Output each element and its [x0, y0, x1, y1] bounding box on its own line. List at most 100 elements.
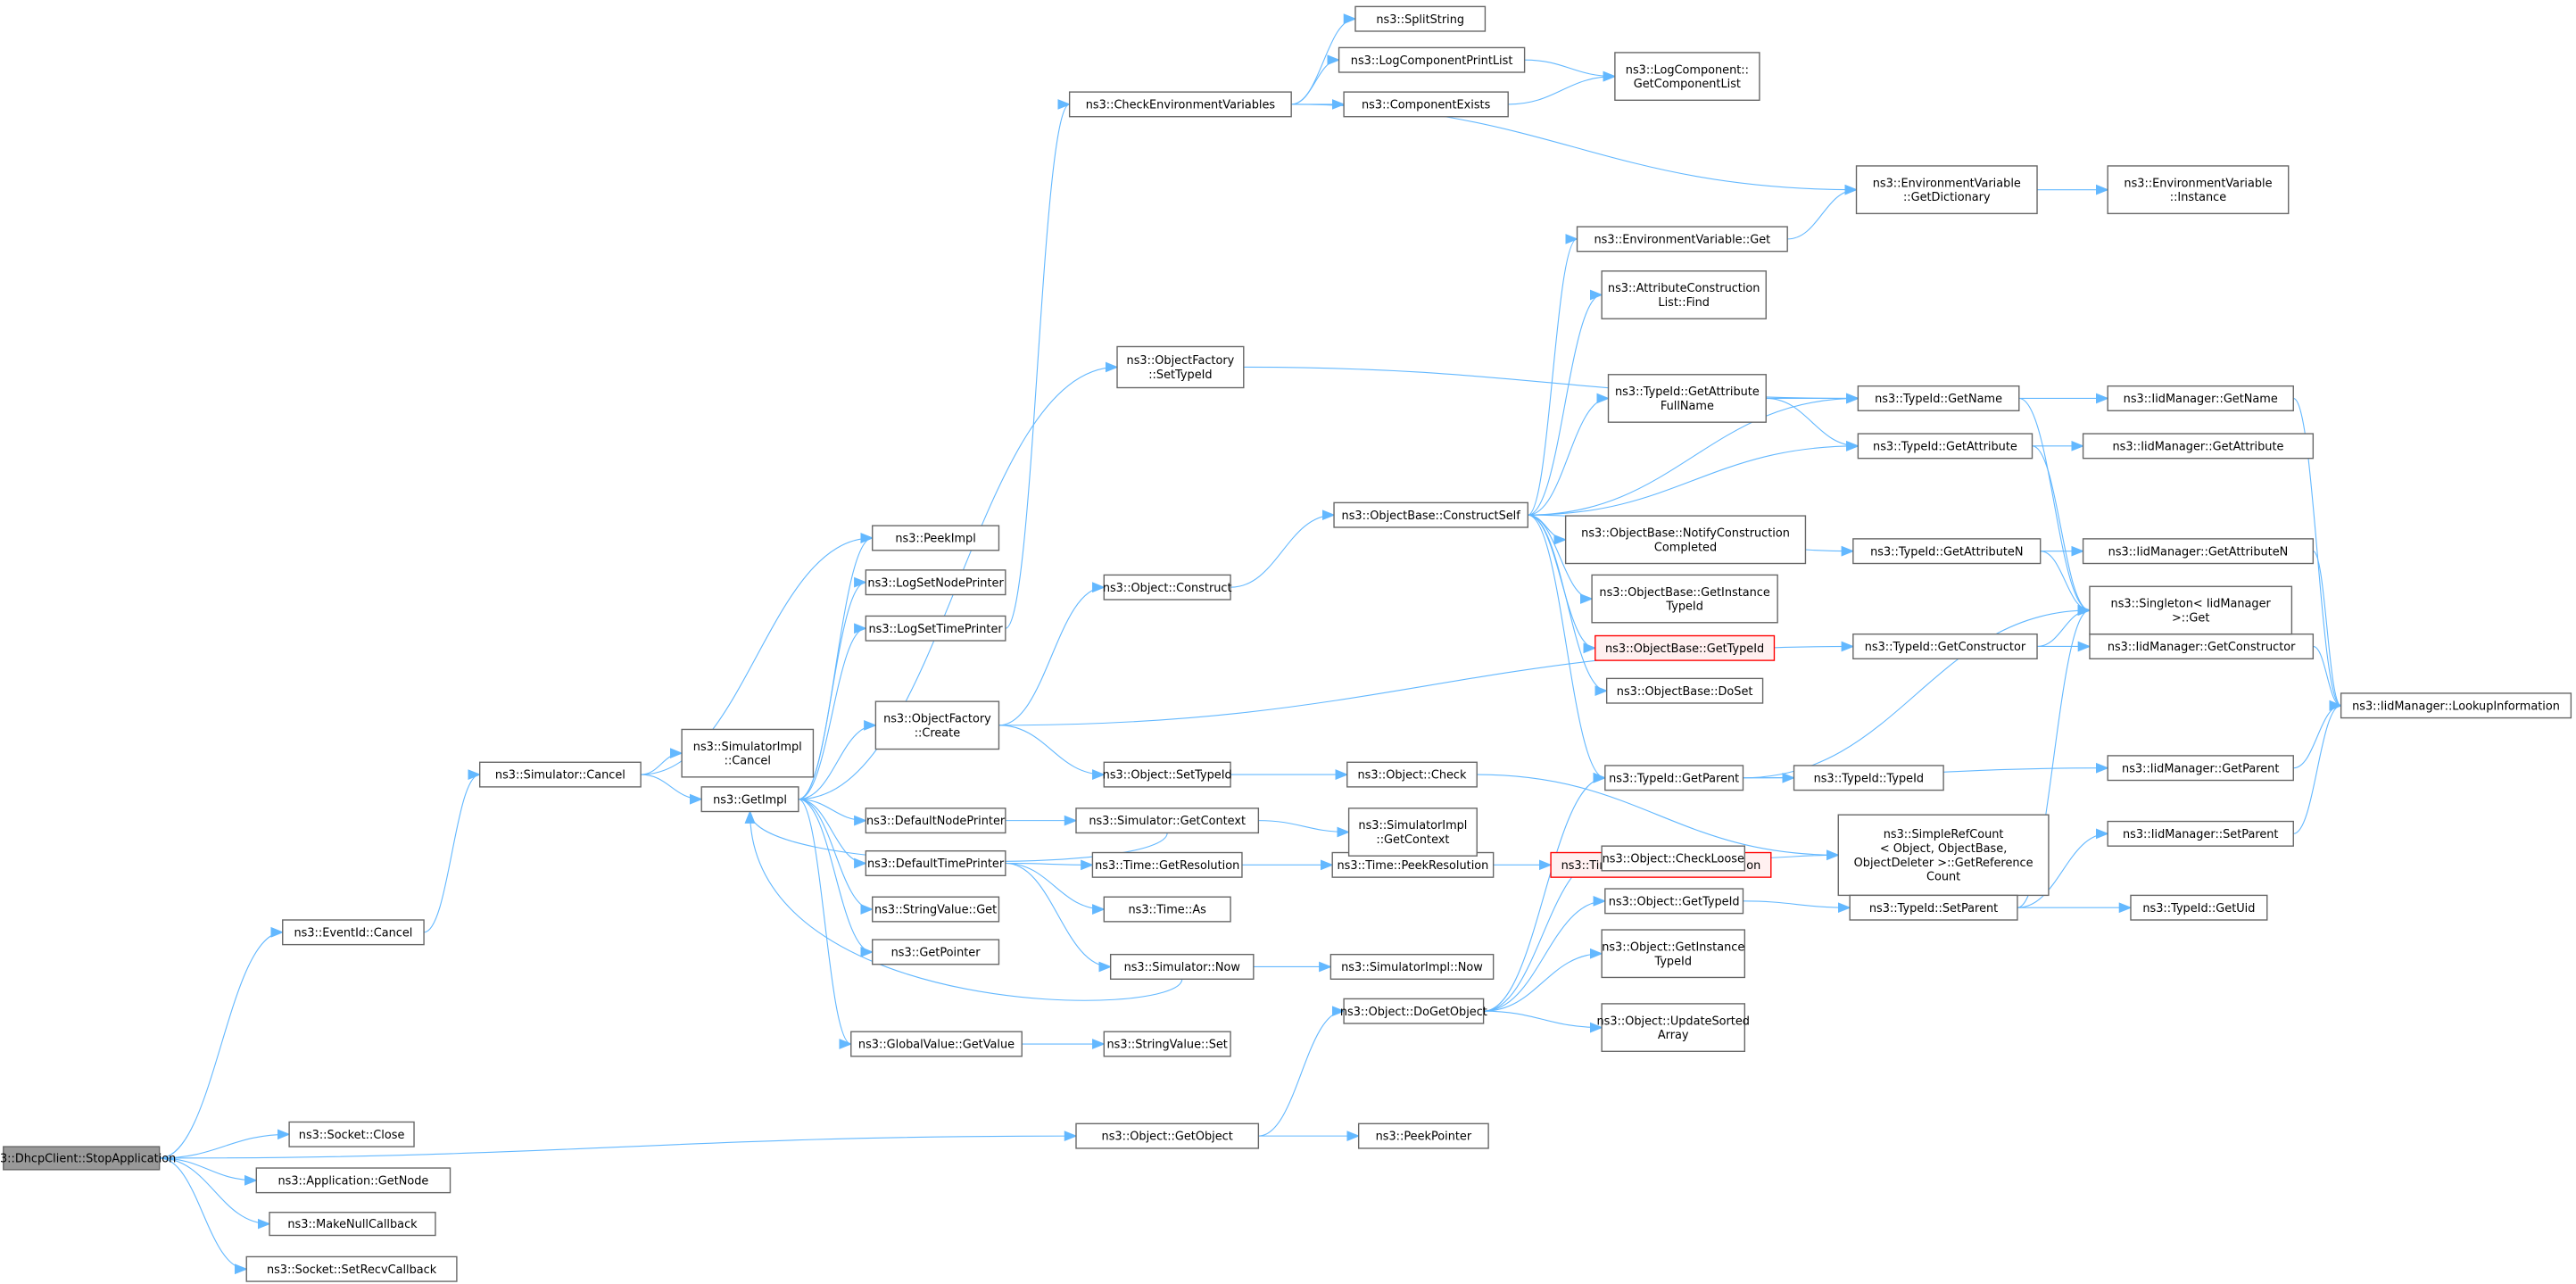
node-setRecv[interactable]: ns3::Socket::SetRecvCallback: [245, 1255, 458, 1282]
edge-doGetObject-to-objUpdSorted: [1483, 1010, 1603, 1033]
node-splitString[interactable]: ns3::SplitString: [1354, 5, 1487, 32]
node-tidGetCtor[interactable]: ns3::TypeId::GetConstructor: [1852, 633, 2038, 659]
node-box: [2130, 894, 2268, 921]
node-simImplNow[interactable]: ns3::SimulatorImpl::Now: [1329, 953, 1495, 980]
node-label: ObjectDeleter >::GetReference: [1854, 857, 2033, 870]
node-label: ns3::ComponentExists: [1362, 99, 1491, 112]
node-simpleRef[interactable]: ns3::SimpleRefCount< Object, ObjectBase,…: [1837, 814, 2050, 897]
edge-compExists-to-logCompList: [1508, 70, 1617, 105]
node-tidGetParent[interactable]: ns3::TypeId::GetParent: [1604, 765, 1744, 791]
node-iidGetAttr[interactable]: ns3::IidManager::GetAttribute: [2082, 433, 2315, 460]
node-checkEnv[interactable]: ns3::CheckEnvironmentVariables: [1068, 91, 1292, 118]
node-iidGetAttrN[interactable]: ns3::IidManager::GetAttributeN: [2082, 538, 2315, 565]
node-getPointer[interactable]: ns3::GetPointer: [872, 939, 1000, 965]
node-appGetNode[interactable]: ns3::Application::GetNode: [255, 1167, 451, 1194]
node-label: ::GetDictionary: [1903, 191, 1991, 204]
node-box: [1855, 165, 2038, 215]
node-label: ns3::IidManager::GetAttribute: [2112, 440, 2283, 453]
node-makeNull[interactable]: ns3::MakeNullCallback: [269, 1212, 436, 1237]
node-peekImpl[interactable]: ns3::PeekImpl: [872, 525, 1000, 551]
node-svGet[interactable]: ns3::StringValue::Get: [872, 896, 1000, 923]
node-doGetObject[interactable]: ns3::Object::DoGetObject: [1340, 998, 1487, 1024]
node-evCancel[interactable]: ns3::EventId::Cancel: [282, 919, 425, 946]
node-compExists[interactable]: ns3::ComponentExists: [1343, 91, 1509, 118]
node-tidTypeId[interactable]: ns3::TypeId::TypeId: [1793, 765, 1944, 791]
node-box: [2082, 433, 2315, 460]
node-tidGetAttrN[interactable]: ns3::TypeId::GetAttributeN: [1852, 538, 2042, 565]
node-envGet[interactable]: ns3::EnvironmentVariable::Get: [1576, 226, 1788, 253]
node-simImplGetCtx[interactable]: ns3::SimulatorImpl::GetContext: [1347, 808, 1478, 857]
node-timeGetRes[interactable]: ns3::Time::GetResolution: [1091, 851, 1243, 878]
node-tidGetUid[interactable]: ns3::TypeId::GetUid: [2130, 894, 2268, 921]
edge-defTime-to-simNow: [1005, 862, 1113, 973]
node-objSetTypeId[interactable]: ns3::Object::SetTypeId: [1103, 761, 1232, 788]
node-box: [865, 849, 1006, 876]
node-ofSetTypeId[interactable]: ns3::ObjectFactory::SetTypeId: [1116, 345, 1245, 389]
node-envGetDict[interactable]: ns3::EnvironmentVariable::GetDictionary: [1855, 165, 2038, 215]
node-box: [1103, 574, 1231, 601]
node-box: [850, 1031, 1023, 1057]
node-tidGetAttr[interactable]: ns3::TypeId::GetAttribute: [1857, 433, 2033, 460]
node-timePeekRes[interactable]: ns3::Time::PeekResolution: [1331, 851, 1495, 878]
node-iidGetName[interactable]: ns3::IidManager::GetName: [2107, 385, 2294, 411]
node-label: ns3::EnvironmentVariable: [1873, 177, 2021, 190]
edge-constructSelf-to-obDoSet: [1528, 514, 1609, 697]
node-label: ns3::LogSetNodePrinter: [867, 576, 1004, 590]
node-gvGetValue[interactable]: ns3::GlobalValue::GetValue: [850, 1031, 1023, 1057]
nodes-layer: ns3::DhcpClient::StopApplicationns3::Soc…: [0, 5, 2572, 1282]
node-simImplCancel[interactable]: ns3::SimulatorImpl::Cancel: [681, 728, 815, 778]
node-objConstruct[interactable]: ns3::Object::Construct: [1103, 574, 1232, 601]
node-simNow[interactable]: ns3::Simulator::Now: [1109, 953, 1255, 980]
node-svSet[interactable]: ns3::StringValue::Set: [1103, 1031, 1231, 1057]
node-peekPointer[interactable]: ns3::PeekPointer: [1357, 1122, 1489, 1149]
node-timeAs[interactable]: ns3::Time::As: [1103, 896, 1231, 923]
node-box: [269, 1212, 436, 1237]
node-box: [1601, 270, 1767, 319]
node-iidSetParent[interactable]: ns3::IidManager::SetParent: [2107, 820, 2294, 847]
edge-getImpl-to-defTime: [798, 799, 867, 869]
node-constructSelf[interactable]: ns3::ObjectBase::ConstructSelf: [1333, 501, 1528, 528]
node-obDoSet[interactable]: ns3::ObjectBase::DoSet: [1605, 677, 1764, 704]
node-iidLookup[interactable]: ns3::IidManager::LookupInformation: [2340, 692, 2572, 719]
node-getImpl[interactable]: ns3::GetImpl: [700, 786, 799, 813]
edge-simCancel-to-peekImpl: [641, 533, 874, 775]
node-logSetTime[interactable]: ns3::LogSetTimePrinter: [865, 615, 1006, 642]
node-box: [2107, 820, 2294, 847]
node-tidGetName[interactable]: ns3::TypeId::GetName: [1857, 385, 2020, 411]
node-box: [1857, 385, 2020, 411]
node-objCheck[interactable]: ns3::Object::Check: [1346, 761, 1478, 788]
node-envInstance[interactable]: ns3::EnvironmentVariable::Instance: [2107, 165, 2290, 215]
node-singletonGet[interactable]: ns3::Singleton< IidManager>::Get: [2089, 585, 2293, 635]
node-label: ns3::TypeId::GetAttribute: [1615, 385, 1760, 399]
node-simCancel[interactable]: ns3::Simulator::Cancel: [478, 761, 642, 788]
node-ofCreate[interactable]: ns3::ObjectFactory::Create: [874, 700, 1000, 750]
node-logCompList[interactable]: ns3::LogComponent::GetComponentList: [1614, 52, 1760, 101]
node-logSetNode[interactable]: ns3::LogSetNodePrinter: [865, 569, 1006, 596]
node-box: [1346, 761, 1478, 788]
node-objGetObject[interactable]: ns3::Object::GetObject: [1075, 1122, 1260, 1149]
node-sockClose[interactable]: ns3::Socket::Close: [288, 1121, 415, 1147]
node-simGetCtx[interactable]: ns3::Simulator::GetContext: [1075, 808, 1260, 834]
node-notifyCC[interactable]: ns3::ObjectBase::NotifyConstructionCompl…: [1564, 515, 1807, 565]
node-objGetTypeId[interactable]: ns3::Object::GetTypeId: [1604, 888, 1744, 915]
node-label: List::Find: [1658, 296, 1710, 310]
node-box: [1331, 851, 1495, 878]
node-box: [2082, 538, 2315, 565]
node-defNode[interactable]: ns3::DefaultNodePrinter: [865, 808, 1006, 834]
node-box: [1333, 501, 1528, 528]
node-stop[interactable]: ns3::DhcpClient::StopApplication: [0, 1146, 176, 1171]
edge-getImpl-to-defNode: [798, 799, 867, 826]
node-iidGetParent[interactable]: ns3::IidManager::GetParent: [2107, 755, 2294, 782]
node-objCheckLoose[interactable]: ns3::Object::CheckLoose: [1601, 845, 1746, 872]
node-logCompPrint[interactable]: ns3::LogComponentPrintList: [1338, 46, 1526, 73]
node-tidSetParent[interactable]: ns3::TypeId::SetParent: [1849, 894, 2018, 921]
node-iidGetCtor[interactable]: ns3::IidManager::GetConstructor: [2089, 633, 2315, 659]
node-obGetTypeId[interactable]: ns3::ObjectBase::GetTypeId: [1594, 634, 1776, 661]
node-defTime[interactable]: ns3::DefaultTimePrinter: [865, 849, 1006, 876]
